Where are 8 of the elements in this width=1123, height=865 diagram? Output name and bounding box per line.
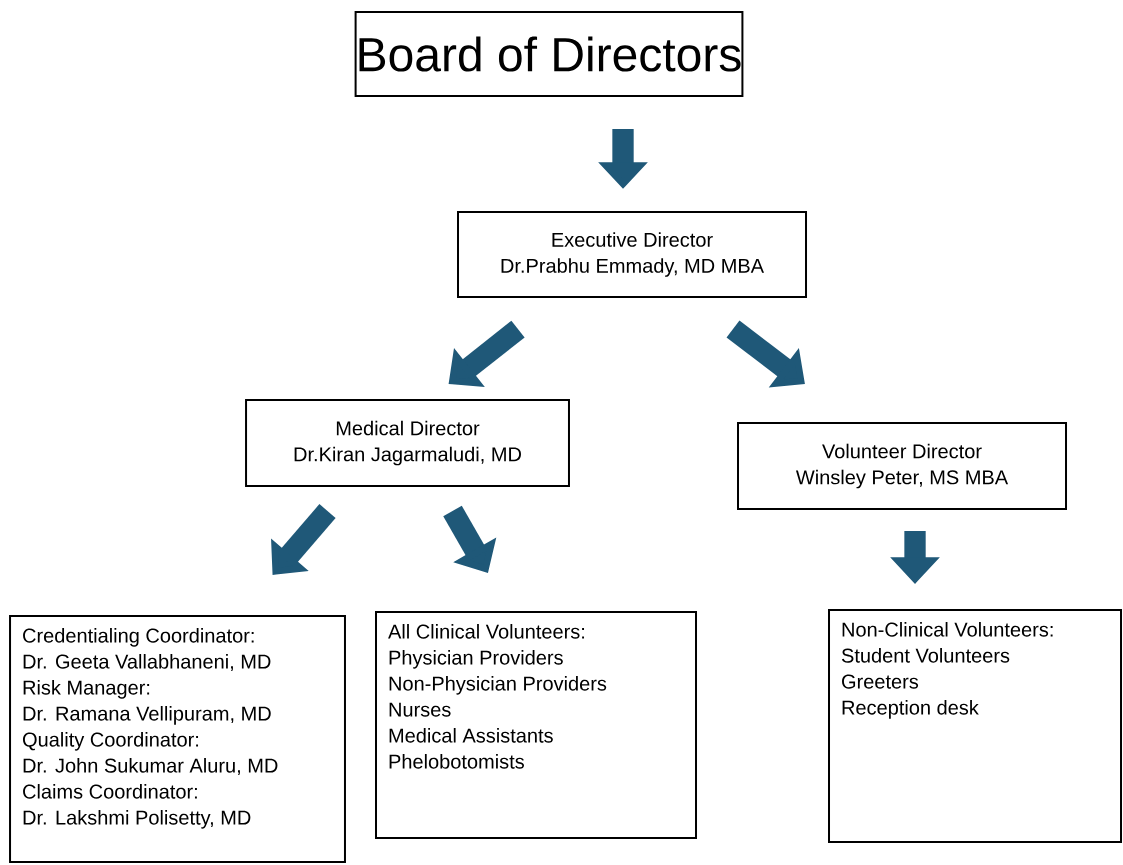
role-box: Volunteer Director Winsley Peter, MS MBA: [737, 422, 1067, 510]
team-box: Credentialing Coordinator: Dr. Geeta Vallabhaneni, MD Risk Manager: Dr. Ramana Vellipuram, MD Quality Coordinator: Dr. John Sukumar Aluru, MD Claims Coordinator: Dr. Lakshmi Polisetty, MD: [9, 615, 346, 863]
arrow: [271, 504, 336, 575]
team-box: Non-Clinical Volunteers: Student Volunteers Greeters Reception desk: [828, 609, 1122, 843]
role-box: Executive Director Dr.Prabhu Emmady, MD MBA: [457, 210, 807, 299]
team-box: All Clinical Volunteers: Physician Providers Non-Physician Providers Nurses Medical Assistants Phelobotomists: [375, 611, 697, 839]
role-box: Medical Director Dr.Kiran Jagarmaludi, MD: [245, 399, 570, 487]
title-box: Board of Directors: [354, 11, 744, 97]
